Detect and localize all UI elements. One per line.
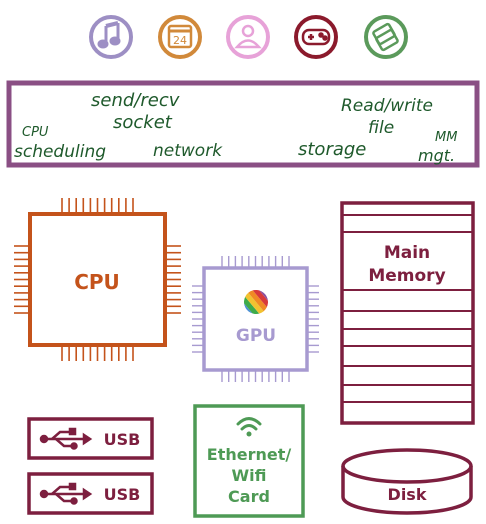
usb-icon	[39, 482, 93, 505]
os-label-network: network	[153, 141, 223, 161]
main-memory: Main Memory	[340, 201, 475, 425]
cpu-label: CPU	[74, 270, 120, 294]
app-icon-pay	[364, 15, 408, 59]
os-label-mm: MM	[435, 130, 457, 145]
app-icon-contacts	[226, 15, 270, 59]
usb-label-2: USB	[104, 485, 141, 504]
os-layer-box	[6, 80, 480, 168]
app-icon-calendar: 24	[158, 15, 202, 59]
gpu-pins	[192, 256, 319, 382]
disk-label: Disk	[388, 485, 427, 504]
os-label-scheduling: scheduling	[14, 142, 106, 162]
os-label-mgt: mgt.	[418, 146, 455, 165]
gamepad-icon	[301, 28, 331, 46]
cpu-chip: CPU	[14, 198, 181, 361]
calendar-day: 24	[173, 34, 187, 47]
disk: Disk	[341, 448, 473, 515]
os-label-socket: socket	[113, 112, 173, 133]
music-note-icon	[97, 21, 121, 49]
os-label-cpu: CPU	[22, 125, 49, 140]
person-icon	[234, 24, 262, 49]
os-label-storage: storage	[298, 139, 366, 160]
usb-port-1: USB	[27, 417, 154, 460]
os-label-send-recv: send/recv	[91, 90, 180, 111]
nic-label-line2: Wifi	[232, 466, 267, 485]
memory-label-line1: Main	[384, 243, 430, 263]
usb-port-2: USB	[27, 472, 154, 515]
usb-label-1: USB	[104, 430, 141, 449]
memory-rows	[342, 214, 473, 403]
app-icon-game	[294, 15, 338, 59]
wifi-icon	[236, 417, 262, 437]
usb-icon	[39, 427, 93, 450]
gpu-label: GPU	[236, 326, 276, 346]
nic-label-line3: Card	[228, 487, 270, 506]
memory-label-line2: Memory	[368, 266, 445, 286]
os-label-read-write: Read/write	[341, 96, 433, 116]
nic-label-line1: Ethernet/	[207, 445, 292, 464]
calendar-icon: 24	[167, 24, 193, 49]
gpu-chip: GPU	[192, 256, 319, 382]
cpu-pins	[14, 198, 181, 361]
network-card: Ethernet/ Wifi Card	[193, 404, 305, 518]
app-icon-music	[89, 15, 133, 59]
os-label-file: file	[368, 118, 394, 138]
card-icon	[372, 22, 399, 52]
